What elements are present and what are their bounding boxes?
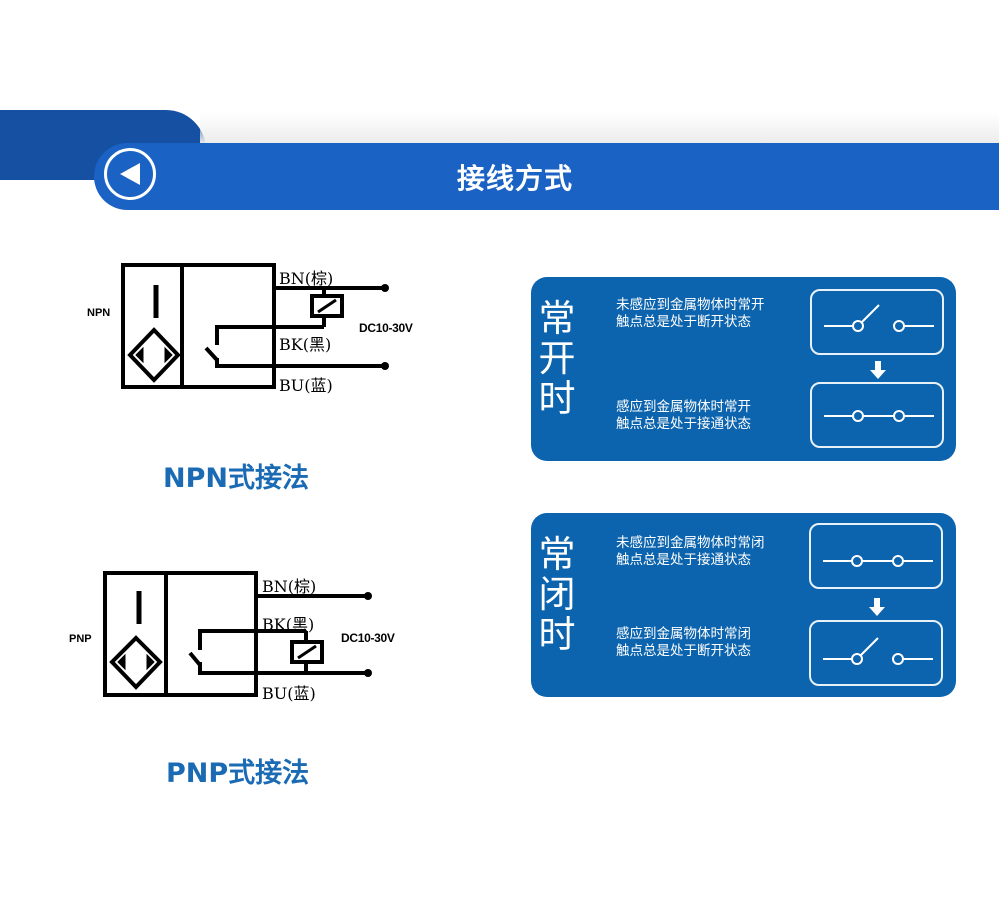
state-line: 触点总是处于断开状态 [616,643,751,659]
state-line: 触点总是处于断开状态 [616,314,751,330]
switch-open-box [810,289,944,355]
back-arrow-icon [120,163,140,185]
npn-type-label: NPN [87,307,111,319]
state-line: 未感应到金属物体时常开 [616,297,765,313]
closed-switch-icon [823,555,933,567]
pnp-wire-bn: BN(棕) [262,577,317,596]
page-title: 接线方式 [456,162,573,195]
state-line: 触点总是处于接通状态 [616,416,751,432]
npn-wire-bu: BU(蓝) [279,376,333,395]
closed-switch-icon [824,410,934,422]
npn-caption: NPN式接法 [163,463,309,494]
state-line: 感应到金属物体时常开 [616,399,751,415]
state-text: 感应到金属物体时常闭 触点总是处于断开状态 [616,626,751,660]
normally-closed-panel: 常 闭 时 未感应到金属物体时常闭 触点总是处于接通状态 感应到金属物体时常闭 … [531,513,956,697]
pnp-type-label: PNP [69,633,92,645]
open-switch-icon [823,637,933,665]
pnp-sensor-body [103,571,258,697]
switch-open-box [809,620,943,686]
panel-title-char: 时 [538,377,576,420]
panel-title: 常 开 时 [537,299,577,419]
normally-open-panel: 常 开 时 未感应到金属物体时常开 触点总是处于断开状态 感应到金属物体时常开 … [531,277,956,461]
panel-title-char: 常 [538,297,576,340]
open-switch-icon [824,304,934,332]
panel-title-char: 开 [538,337,576,380]
arrow-down-icon [869,598,885,616]
state-line: 触点总是处于接通状态 [616,552,751,568]
state-line: 未感应到金属物体时常闭 [616,535,765,551]
state-text: 未感应到金属物体时常开 触点总是处于断开状态 [616,297,765,331]
panel-title-char: 常 [538,533,576,576]
npn-wire-bk: BK(黑) [279,335,332,354]
panel-title: 常 闭 时 [537,535,577,655]
pnp-wire-bu: BU(蓝) [262,684,316,703]
state-line: 感应到金属物体时常闭 [616,626,751,642]
panel-title-char: 时 [538,613,576,656]
back-button[interactable] [104,148,156,200]
state-text: 感应到金属物体时常开 触点总是处于接通状态 [616,399,751,433]
npn-sensor-body [121,263,276,389]
header-shadow [200,112,999,144]
arrow-down-icon [870,361,886,379]
pnp-voltage: DC10-30V [341,631,395,645]
state-text: 未感应到金属物体时常闭 触点总是处于接通状态 [616,535,765,569]
panel-title-char: 闭 [538,573,576,616]
pnp-caption: PNP式接法 [166,758,310,789]
npn-voltage: DC10-30V [359,321,413,335]
npn-wire-bn: BN(棕) [279,269,334,288]
switch-closed-box [810,382,944,448]
switch-closed-box [809,523,943,589]
header-bar [94,143,999,210]
pnp-wire-bk: BK(黑) [262,615,315,634]
